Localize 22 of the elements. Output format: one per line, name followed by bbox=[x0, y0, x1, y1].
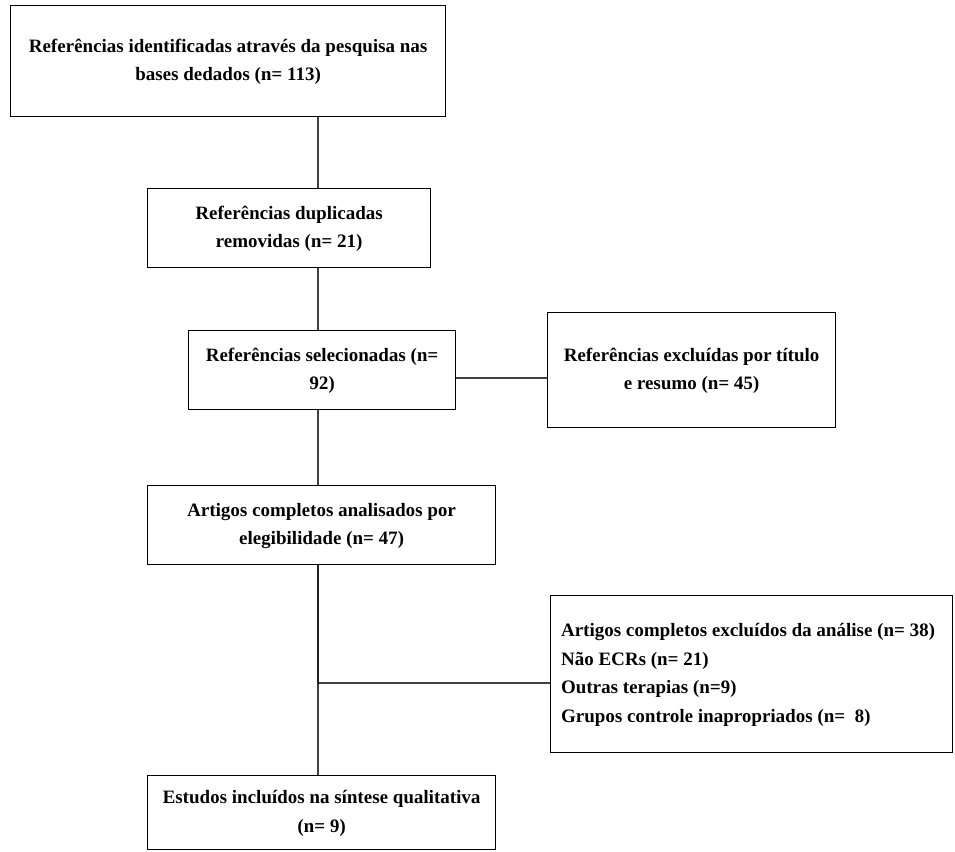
process-box bbox=[147, 775, 496, 850]
connector-line bbox=[317, 268, 319, 330]
box-text: Estudos incluídos na síntese qualitativa (n= 9) bbox=[162, 786, 482, 838]
process-box bbox=[147, 188, 431, 268]
process-box bbox=[547, 312, 836, 428]
box-text: Referências duplicadas removidas (n= 21) bbox=[194, 202, 384, 254]
box-text: Grupos controle inapropriados (n= 8) bbox=[561, 704, 870, 728]
box-text: Artigos completos excluídos da análise (n= 38) bbox=[561, 619, 935, 643]
process-box bbox=[10, 5, 446, 117]
box-text: Referências identificadas através da pesquisa nas bases dedados (n= 113) bbox=[28, 34, 428, 87]
connector-line bbox=[317, 565, 319, 775]
connector-line bbox=[456, 377, 547, 379]
process-box bbox=[188, 330, 456, 410]
connector-line bbox=[317, 410, 319, 485]
connector-line bbox=[317, 117, 319, 188]
box-text: Referências excluídas por título e resumo (n= 45) bbox=[562, 344, 820, 396]
box-text: Outras terapias (n=9) bbox=[561, 676, 736, 700]
box-text: Não ECRs (n= 21) bbox=[561, 648, 709, 672]
box-text: Referências selecionadas (n= 92) bbox=[204, 344, 440, 396]
process-box bbox=[550, 595, 953, 753]
process-box bbox=[147, 485, 496, 565]
box-text: Artigos completos analisados por elegibilidade (n= 47) bbox=[186, 498, 457, 551]
